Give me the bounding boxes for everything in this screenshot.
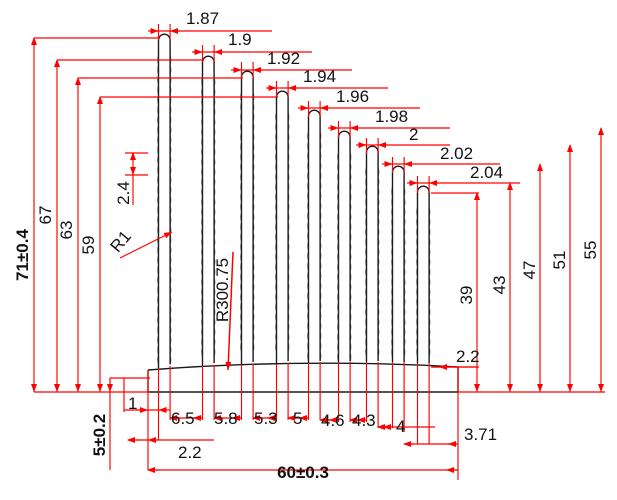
leader-r1 — [119, 231, 173, 259]
fin-7 — [365, 145, 379, 362]
label-r300: R300.75 — [213, 258, 232, 322]
fin-3 — [240, 70, 254, 365]
label-h-43: 43 — [490, 276, 509, 295]
dimension-lines — [31, 24, 605, 480]
fin-8 — [391, 165, 405, 362]
label-w-9: 2.04 — [470, 163, 503, 182]
leader-r300 — [225, 251, 234, 371]
label-w-2: 1.9 — [228, 30, 252, 49]
label-g-4p3: 4.3 — [352, 411, 376, 430]
label-h-67: 67 — [36, 206, 55, 225]
fin-6 — [337, 130, 351, 362]
label-g-5: 5 — [293, 409, 302, 428]
label-g-6p5: 6.5 — [171, 409, 195, 428]
label-2p2-left: 2.2 — [178, 443, 202, 462]
label-h-47: 47 — [520, 261, 539, 280]
label-1: 1 — [128, 394, 137, 413]
label-2p4: 2.4 — [114, 181, 133, 205]
label-w-4: 1.94 — [303, 67, 336, 86]
label-w-5: 1.96 — [336, 87, 369, 106]
fin-1 — [157, 33, 171, 368]
label-w-1: 1.87 — [186, 9, 219, 28]
label-w-7: 2 — [409, 125, 418, 144]
fin-4 — [275, 90, 289, 364]
label-h-55: 55 — [581, 241, 600, 260]
label-g-5p3: 5.3 — [254, 409, 278, 428]
label-g-5p8: 5.8 — [214, 409, 238, 428]
label-w-8: 2.02 — [440, 144, 473, 163]
label-2p2-right: 2.2 — [456, 347, 480, 366]
label-h-51: 51 — [550, 251, 569, 270]
label-h-63: 63 — [57, 221, 76, 240]
label-w-3: 1.92 — [267, 49, 300, 68]
fin-serrations — [157, 54, 431, 366]
fin-5 — [307, 109, 321, 363]
fin-9 — [416, 185, 430, 363]
label-w-6: 1.98 — [375, 107, 408, 126]
label-60: 60±0.3 — [277, 463, 329, 482]
label-g-4: 4 — [396, 417, 405, 436]
label-h-39: 39 — [457, 286, 476, 305]
label-g-3p71: 3.71 — [464, 425, 497, 444]
label-r1: R1 — [107, 227, 136, 256]
label-h-59: 59 — [79, 236, 98, 255]
label-h-71: 71±0.4 — [13, 229, 32, 281]
label-5pm: 5±0.2 — [90, 414, 109, 456]
dimension-text-labels: 1.87 1.9 1.92 1.94 1.96 1.98 2 2.02 2.04… — [13, 9, 600, 482]
label-g-4p6: 4.6 — [321, 411, 345, 430]
base-top-arc — [147, 362, 459, 371]
